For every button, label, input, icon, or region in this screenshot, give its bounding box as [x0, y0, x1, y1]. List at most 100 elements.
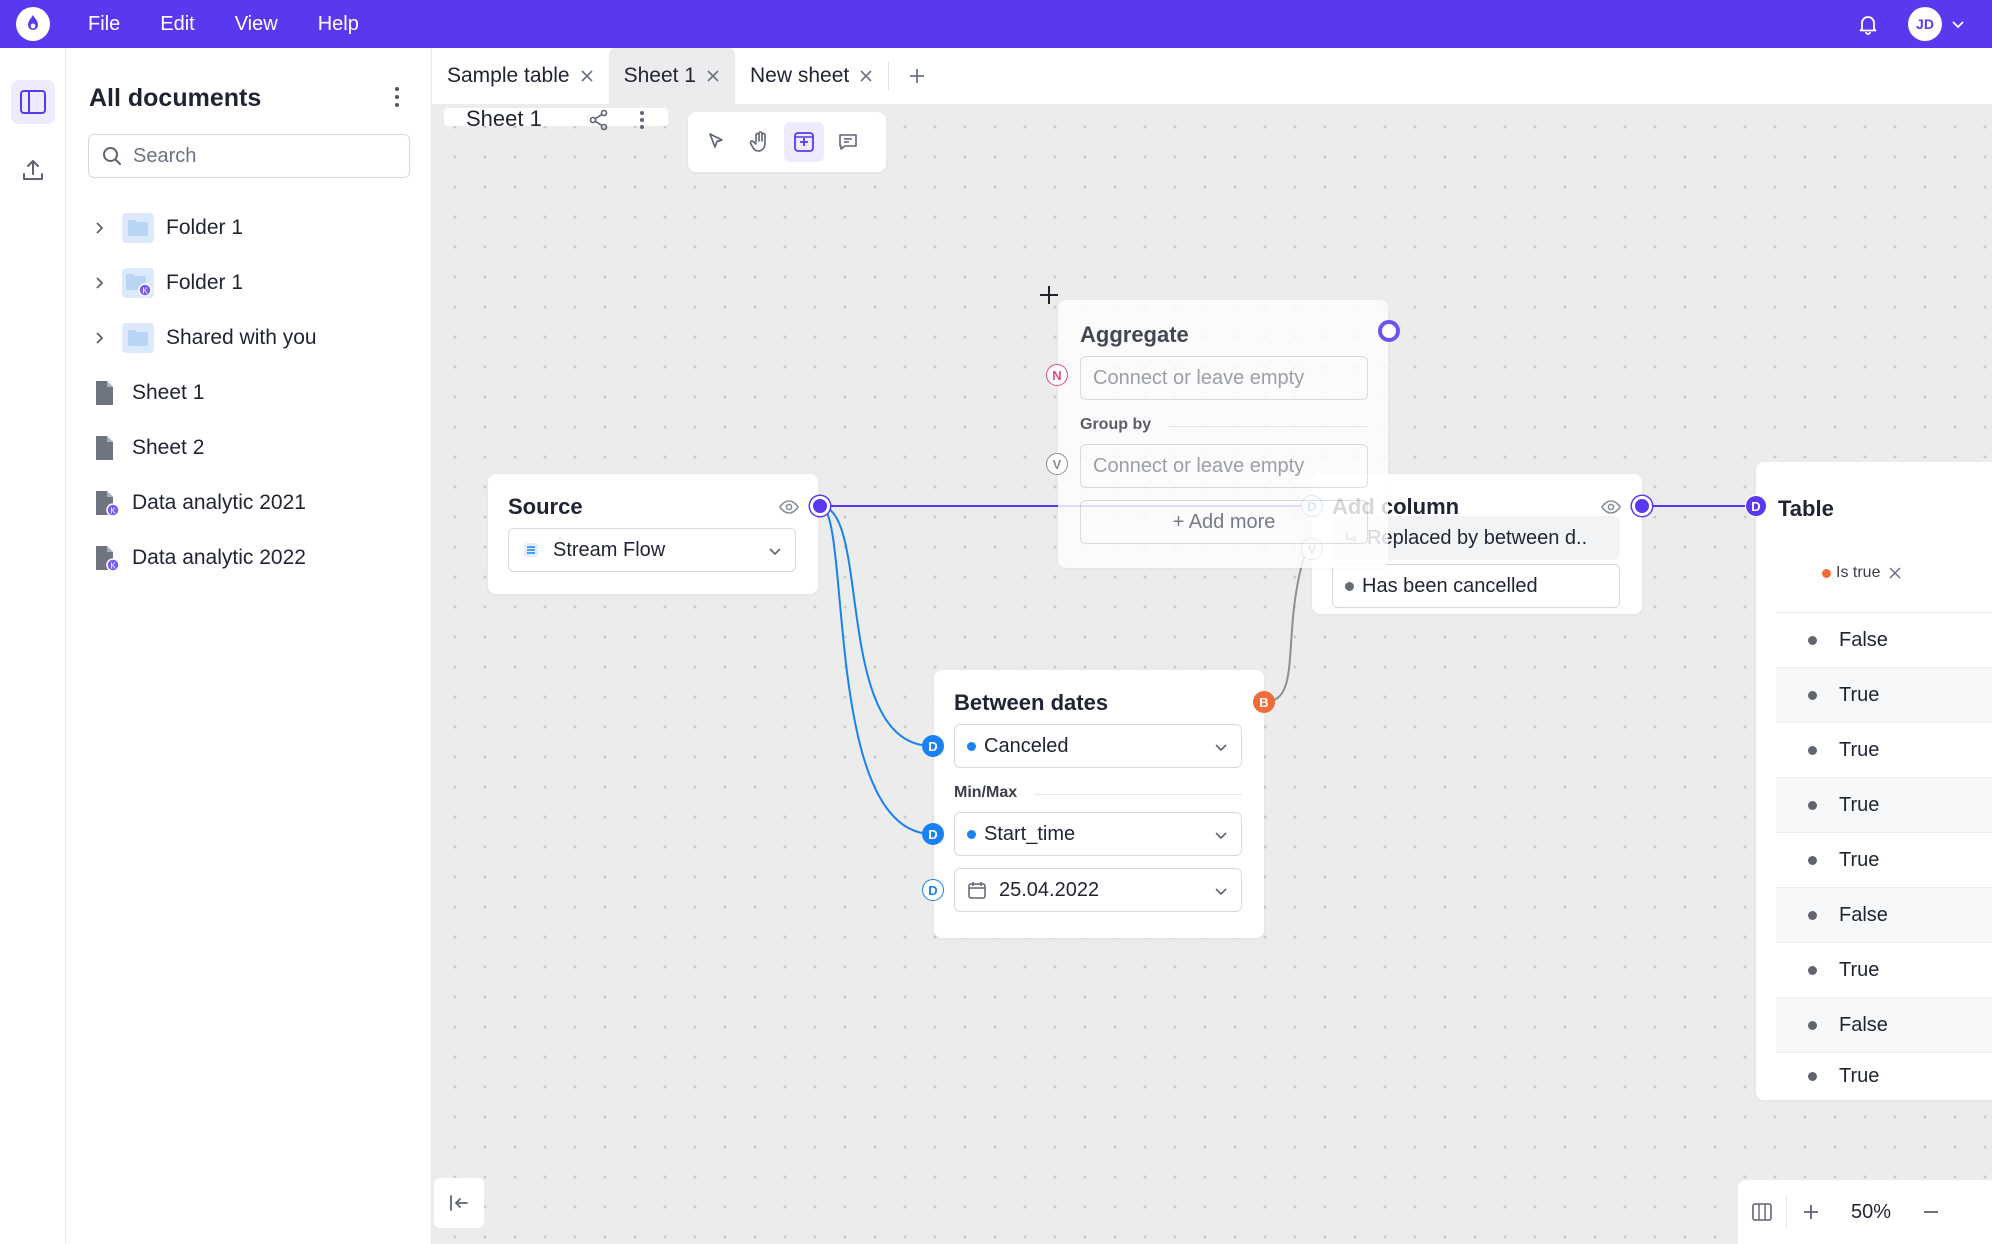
between-dates-date-picker[interactable]: 25.04.2022 [954, 868, 1242, 912]
table-row[interactable]: True [1776, 1052, 1992, 1100]
aggregate-input-field[interactable]: Connect or leave empty [1080, 356, 1368, 400]
tab-sheet-1[interactable]: Sheet 1 [608, 48, 735, 104]
comment-tool-button[interactable] [828, 122, 868, 162]
share-icon[interactable] [587, 108, 611, 132]
document-icon [96, 436, 113, 460]
add-tab-button[interactable] [889, 48, 945, 104]
menu-edit[interactable]: Edit [160, 12, 195, 35]
select-tool-button[interactable] [696, 122, 736, 162]
close-icon[interactable] [705, 68, 721, 84]
svg-text:K: K [110, 507, 116, 516]
eye-icon[interactable] [1600, 496, 1622, 518]
tree-item-folder[interactable]: Folder 1 [66, 203, 432, 253]
table-row[interactable]: False [1776, 612, 1992, 667]
date-value: 25.04.2022 [999, 878, 1100, 901]
between-dates-input-port-2[interactable]: D [922, 823, 944, 845]
flow-canvas[interactable]: Sheet 1 Source Stream Flow [432, 104, 1992, 1244]
sidebar-more-button[interactable] [385, 84, 409, 110]
tab-new-sheet[interactable]: New sheet [735, 48, 888, 104]
table-row[interactable]: True [1776, 832, 1992, 887]
tree-item-sheet-1[interactable]: Sheet 1 [66, 368, 432, 418]
source-output-port[interactable] [810, 496, 830, 516]
table-row[interactable]: False [1776, 887, 1992, 942]
chevron-right-icon[interactable] [90, 274, 108, 292]
status-dot [967, 741, 976, 751]
comment-icon [839, 134, 857, 150]
table-row[interactable]: True [1776, 942, 1992, 997]
shared-folder-icon: K [122, 268, 154, 298]
menu-view[interactable]: View [234, 12, 278, 35]
user-avatar[interactable]: JD [1908, 7, 1942, 41]
tree-item-data-analytic-2022[interactable]: K Data analytic 2022 [66, 533, 432, 583]
app-logo-icon[interactable] [16, 7, 50, 41]
cell-value: True [1839, 738, 1880, 761]
collapse-panel-button[interactable] [434, 1178, 484, 1228]
bell-icon[interactable] [1856, 12, 1880, 36]
select-value: Canceled [984, 734, 1069, 757]
source-node[interactable]: Source Stream Flow [488, 474, 818, 594]
zoom-out-button[interactable] [1907, 1188, 1955, 1236]
aggregate-group-by-field[interactable]: Connect or leave empty [1080, 444, 1368, 488]
table-row[interactable]: True [1776, 722, 1992, 777]
cell-value: True [1839, 793, 1880, 816]
tree-item-shared-folder[interactable]: K Folder 1 [66, 258, 432, 308]
port-d-icon [1746, 496, 1766, 516]
source-select[interactable]: Stream Flow [508, 528, 796, 572]
tree-item-data-analytic-2021[interactable]: K Data analytic 2021 [66, 478, 432, 528]
add-node-tool-button[interactable] [784, 122, 824, 162]
select-value: Stream Flow [553, 538, 666, 561]
table-input-port[interactable] [1745, 495, 1767, 517]
sheet-tabs: Sample table Sheet 1 New sheet [432, 48, 1992, 104]
eye-icon[interactable] [778, 496, 800, 518]
between-dates-output-port[interactable]: B [1253, 691, 1275, 713]
add-column-output-port[interactable] [1632, 496, 1652, 516]
close-icon[interactable] [1888, 566, 1902, 580]
table-row[interactable]: True [1776, 667, 1992, 722]
tree-item-shared-with-you[interactable]: Shared with you [66, 313, 432, 363]
between-dates-node[interactable]: Between dates Canceled Min/Max Start_tim… [934, 670, 1264, 938]
close-icon[interactable] [579, 68, 595, 84]
between-dates-input-port-3[interactable]: D [922, 879, 944, 901]
aggregate-n-port[interactable]: N [1046, 364, 1068, 386]
icon-rail [0, 48, 66, 1244]
chevron-down-icon[interactable] [1950, 16, 1966, 32]
pan-tool-button[interactable] [740, 122, 780, 162]
aggregate-v-port[interactable]: V [1046, 453, 1068, 475]
toggle-sidebar-button[interactable] [11, 80, 55, 124]
aggregate-output-port[interactable] [1378, 320, 1400, 342]
sheet-title[interactable]: Sheet 1 [466, 106, 542, 131]
upload-button[interactable] [11, 148, 55, 192]
between-dates-column-select[interactable]: Canceled [954, 724, 1242, 768]
tree-item-sheet-2[interactable]: Sheet 2 [66, 423, 432, 473]
plus-icon [910, 69, 925, 83]
canvas-toolbar [688, 112, 886, 172]
chevron-right-icon[interactable] [90, 219, 108, 237]
close-icon[interactable] [858, 68, 874, 84]
minimap-toggle-button[interactable] [1738, 1188, 1786, 1236]
chevron-down-icon [1215, 888, 1227, 896]
select-value: Start_time [984, 822, 1076, 845]
zoom-in-button[interactable] [1787, 1188, 1835, 1236]
node-title: Table [1778, 496, 1834, 521]
tab-sample-table[interactable]: Sample table [432, 48, 609, 104]
aggregate-node[interactable]: Aggregate Connect or leave empty Group b… [1058, 300, 1388, 568]
tree-item-label: Data analytic 2021 [132, 491, 306, 514]
add-column-name-field[interactable]: Has been cancelled [1332, 564, 1620, 608]
upload-icon [23, 160, 43, 180]
menu-help[interactable]: Help [317, 12, 359, 35]
table-row[interactable]: False [1776, 997, 1992, 1052]
sheet-more-icon[interactable] [632, 108, 652, 132]
chevron-right-icon[interactable] [90, 329, 108, 347]
add-more-button[interactable]: + Add more [1080, 500, 1368, 544]
hand-icon [749, 131, 766, 152]
between-dates-min-select[interactable]: Start_time [954, 812, 1242, 856]
search-input[interactable] [133, 144, 393, 168]
table-row[interactable]: True [1776, 777, 1992, 832]
status-dot [967, 829, 976, 839]
tab-label: New sheet [749, 64, 850, 87]
table-node[interactable]: Table Is true False True True True True … [1756, 462, 1992, 1100]
filter-chip[interactable]: Is true [1822, 564, 1902, 582]
menu-file[interactable]: File [88, 12, 121, 35]
kebab-menu-icon [395, 87, 399, 107]
between-dates-input-port-1[interactable]: D [922, 735, 944, 757]
